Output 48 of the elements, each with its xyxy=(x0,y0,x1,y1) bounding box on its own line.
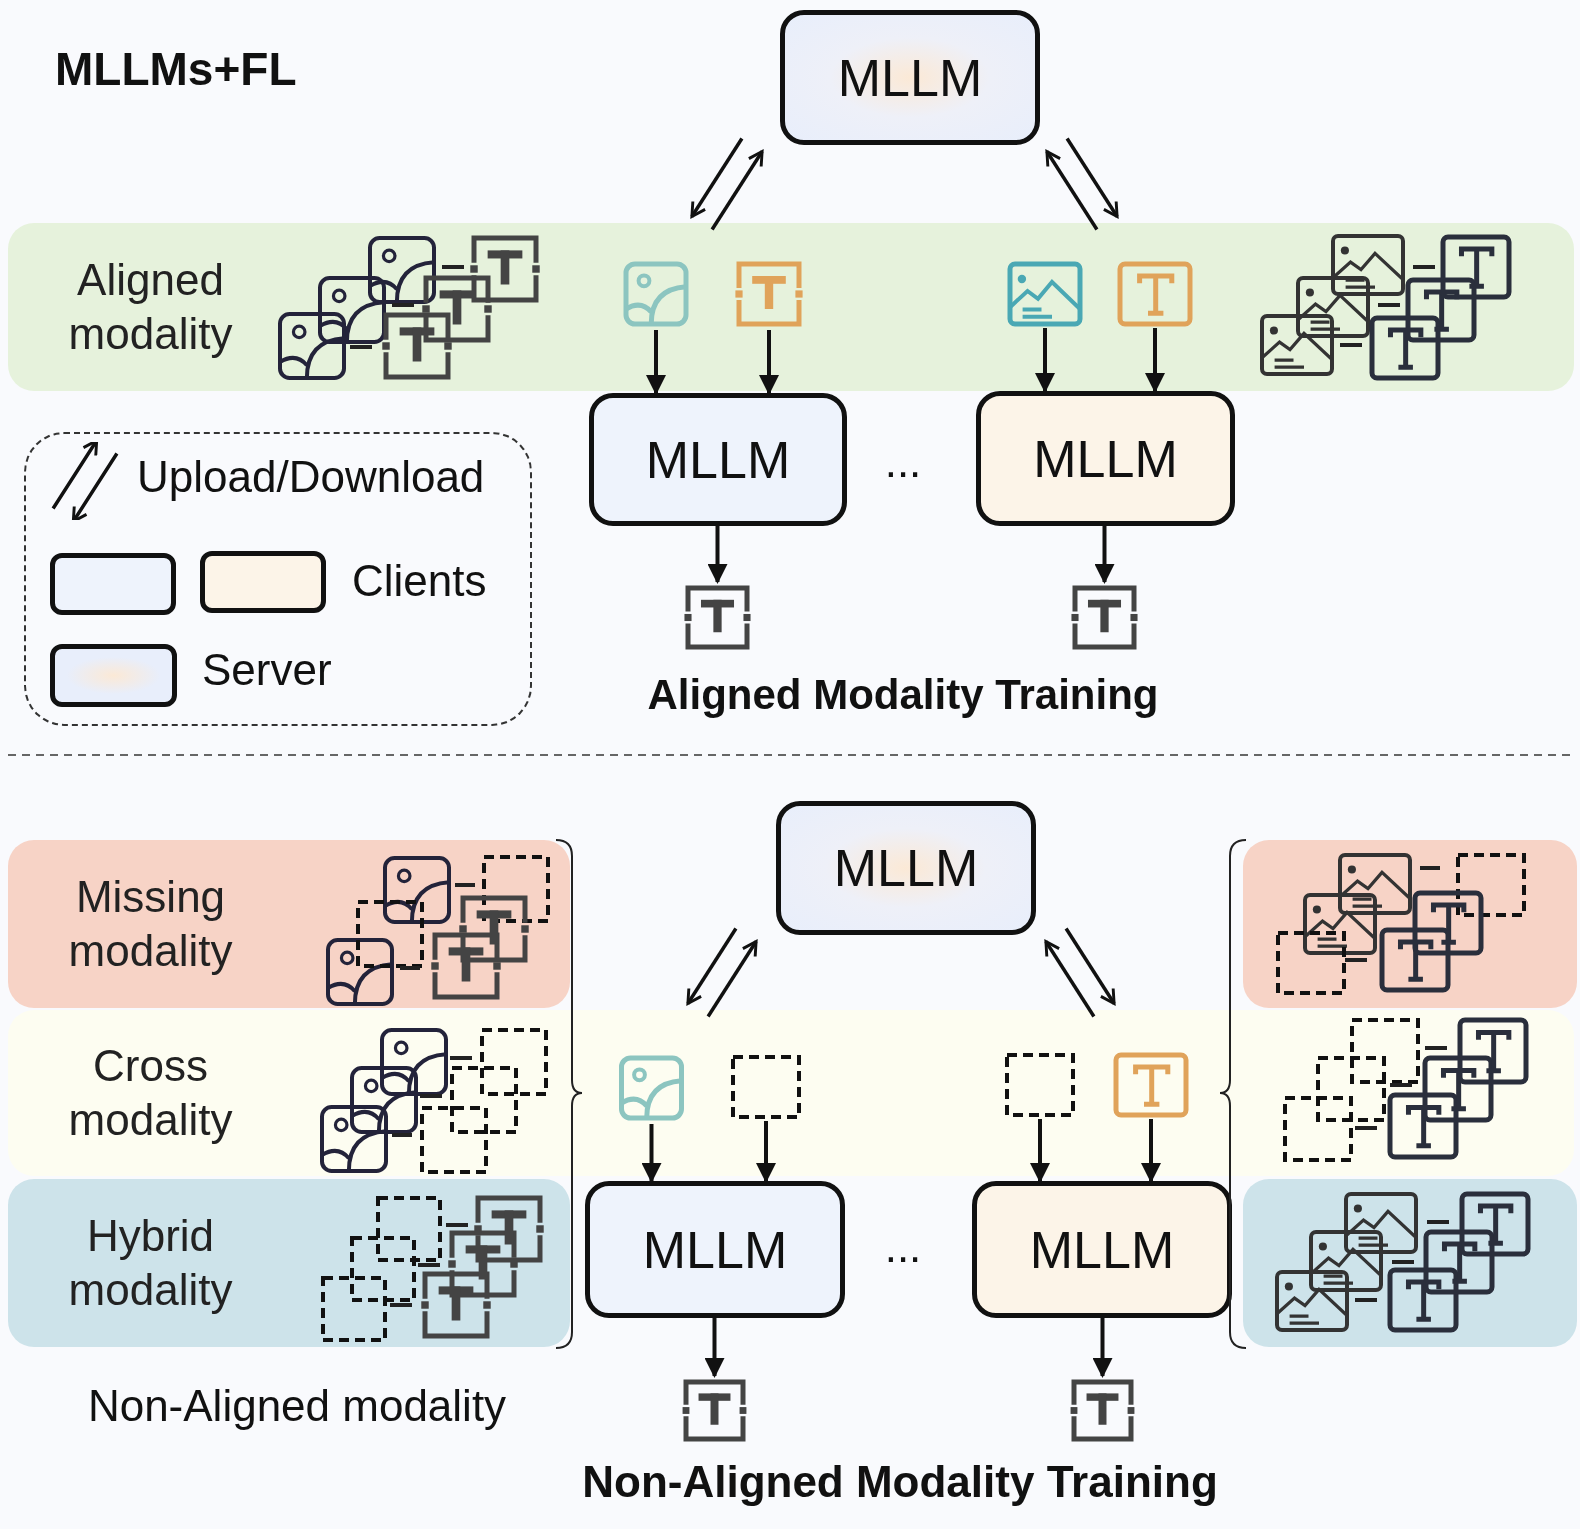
arrow xyxy=(1035,328,1055,393)
group-label: Non-Aligned modality xyxy=(87,1381,507,1431)
arrow xyxy=(1145,328,1165,393)
arrow xyxy=(1092,1318,1113,1378)
client-model-box: MLLM xyxy=(589,393,847,526)
modality-band xyxy=(8,1179,570,1347)
arrow xyxy=(704,1318,725,1378)
arrow xyxy=(756,1121,776,1183)
modality-band xyxy=(8,1010,1574,1176)
dashed-placeholder-box xyxy=(729,1053,803,1121)
ellipsis: ... xyxy=(884,1222,922,1272)
dashed-placeholder-box xyxy=(1003,1051,1077,1119)
upload-download-arrow xyxy=(690,137,744,218)
arrow xyxy=(641,1124,662,1183)
section-title: Aligned Modality Training xyxy=(647,671,1159,719)
client-model-box: MLLM xyxy=(976,391,1235,526)
client-model-box: MLLM xyxy=(585,1181,845,1318)
band-label: Aligned modality xyxy=(67,254,234,360)
title: MLLMs+FL xyxy=(55,42,297,96)
image-icon xyxy=(1006,260,1084,328)
server-model-box: MLLM xyxy=(776,801,1036,935)
server-model-box: MLLM xyxy=(780,10,1040,145)
modality-band xyxy=(8,223,1574,391)
ellipsis: ... xyxy=(884,437,922,487)
arrow xyxy=(1094,526,1115,584)
legend-label: Upload/Download xyxy=(137,452,485,502)
legend-label: Server xyxy=(202,645,332,695)
band-label: Missing modality xyxy=(67,871,234,977)
modality-band xyxy=(8,840,570,1008)
upload-download-arrow xyxy=(710,150,764,231)
upload-download-arrow xyxy=(1044,940,1096,1018)
band-label: Hybrid modality xyxy=(67,1210,234,1316)
text-icon xyxy=(1116,260,1194,328)
upload-download-arrow xyxy=(1064,927,1116,1005)
upload-download-arrow xyxy=(706,940,758,1018)
arrow xyxy=(1030,1119,1050,1183)
upload-download-arrow xyxy=(1045,150,1099,231)
arrow xyxy=(1141,1119,1161,1183)
text-icon xyxy=(1112,1051,1190,1119)
upload-download-arrow xyxy=(686,927,738,1005)
client-model-box: MLLM xyxy=(972,1181,1232,1318)
arrow xyxy=(707,526,728,584)
upload-download-arrow xyxy=(1065,137,1119,218)
arrow xyxy=(646,330,666,395)
section-title: Non-Aligned Modality Training xyxy=(582,1457,1218,1507)
arrow xyxy=(759,330,779,395)
band-label: Cross modality xyxy=(67,1040,234,1146)
legend-label: Clients xyxy=(352,556,487,606)
